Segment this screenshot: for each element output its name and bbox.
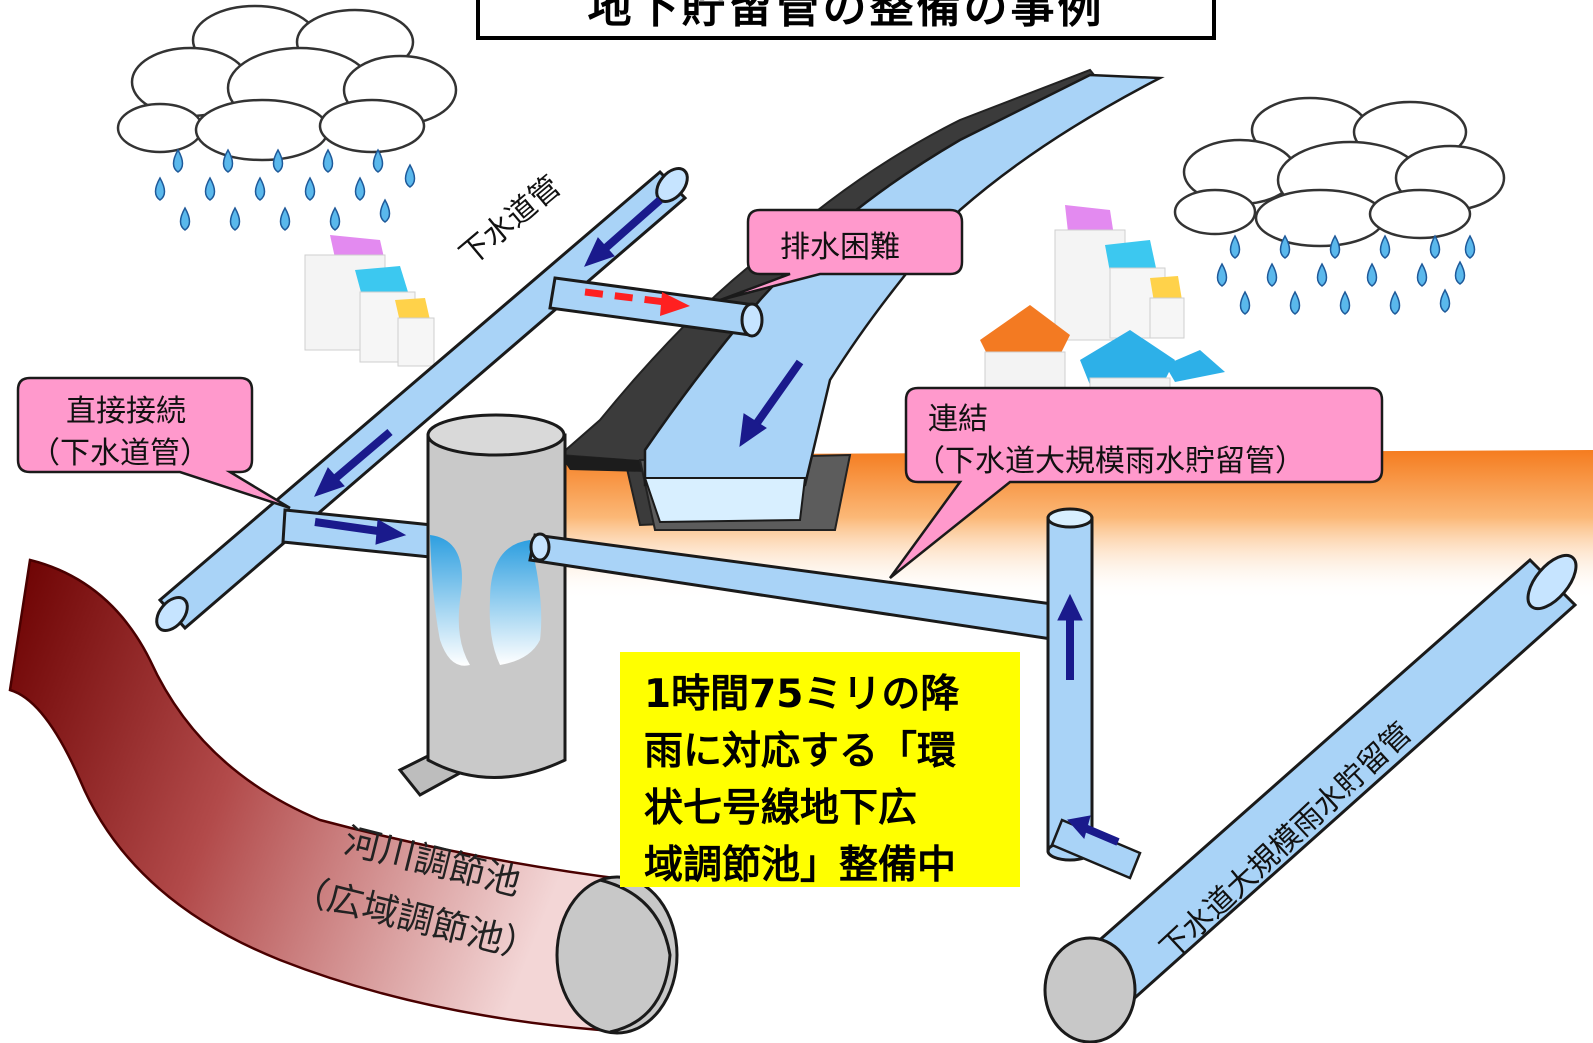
connection-flow-arrow-icon xyxy=(314,518,407,545)
sewer-flow-arrow-icon xyxy=(584,197,663,267)
riser-pipe xyxy=(1046,507,1094,862)
note-box: 1時間75ミリの降 雨に対応する「環 状七号線地下広 域調節池」整備中 xyxy=(620,652,1020,888)
buildings-left-icon xyxy=(304,235,435,367)
sewer-flow-arrow-icon xyxy=(314,428,393,497)
callout-bubble-direct-connection xyxy=(16,376,291,510)
riser-flow-arrow-icon xyxy=(1057,593,1083,680)
callout-linkage-line2: （下水道大規模雨水貯留管） xyxy=(915,444,1305,479)
callout-direct-connection-line1: 直接接続 xyxy=(66,394,186,429)
rain-drops-left-icon xyxy=(154,148,416,231)
river-regulating-pond-tunnel xyxy=(8,558,679,1035)
note-line: 1時間75ミリの降 xyxy=(644,672,960,717)
river-channel xyxy=(557,68,1165,531)
rain-drops-right-icon xyxy=(1216,234,1476,315)
note-line: 状七号線地下広 xyxy=(644,786,918,831)
storage-flow-arrow-icon xyxy=(1067,815,1120,846)
river-flow-arrow-icon xyxy=(739,359,804,448)
flow-arrows xyxy=(314,197,1120,846)
title-box: 地下貯留管の整備の事例 xyxy=(476,0,1216,40)
connection-pipe xyxy=(281,508,434,559)
callout-bubble-drain-difficult xyxy=(719,208,964,302)
blocked-drain-arrow-icon xyxy=(584,288,690,316)
callout-bubble-linkage xyxy=(888,386,1384,579)
callout-drain-difficult: 排水困難 xyxy=(780,230,900,265)
large-storage-pipe xyxy=(1043,553,1578,1043)
callout-direct-connection-line2: （下水道管） xyxy=(30,436,210,471)
page-title: 地下貯留管の整備の事例 xyxy=(587,0,1105,33)
callout-linkage-line1: 連結 xyxy=(928,402,988,437)
rain-cloud-left-icon xyxy=(116,4,458,162)
vertical-shaft xyxy=(397,413,567,797)
note-line: 雨に対応する「環 xyxy=(644,729,957,774)
rain-cloud-right-icon xyxy=(1173,96,1506,248)
note-line: 域調節池」整備中 xyxy=(644,843,957,888)
